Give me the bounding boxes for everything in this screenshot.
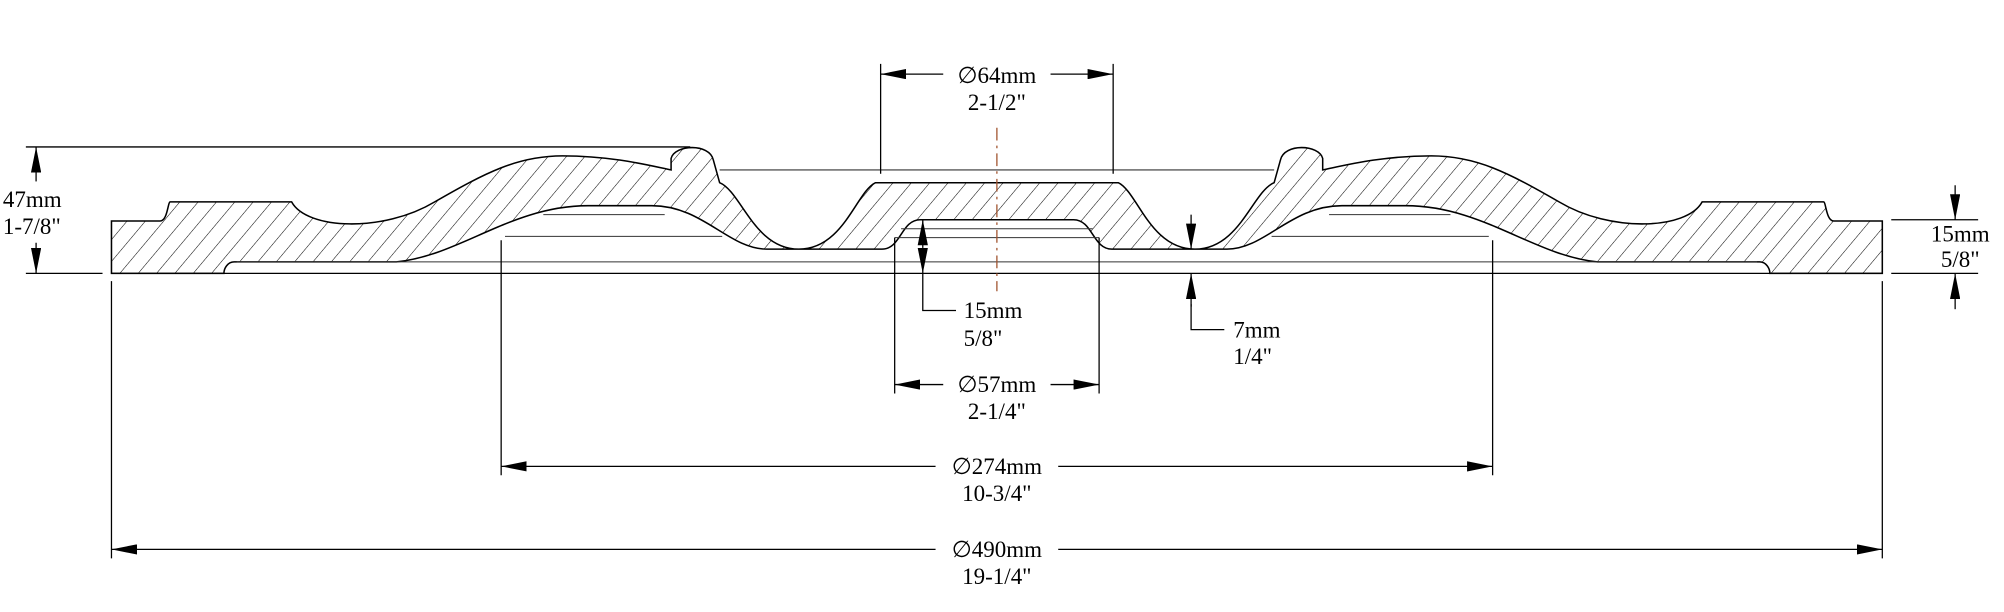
dim-label-in: 19-1/4" [962,564,1031,589]
dim-label-mm: 47mm [3,187,62,212]
dim-label-in: 10-3/4" [962,481,1031,506]
dimension-inner-diameter-top: ∅64mm 2-1/2" [879,63,1114,174]
svg-text:∅64mm: ∅64mm [957,63,1036,88]
svg-text:∅274mm: ∅274mm [952,454,1042,479]
dim-label-mm: 274mm [972,454,1042,479]
dim-label-mm: 490mm [972,537,1042,562]
dimension-center-thickness: 7mm 1/4" [1185,214,1281,369]
dimension-center-recess: 15mm 5/8" [917,219,1023,351]
dim-label-in: 5/8" [1941,247,1980,272]
dim-label-in: 2-1/2" [968,90,1026,115]
dim-label-mm: 7mm [1233,317,1280,342]
dimension-overall-height: 47mm 1-7/8" [3,146,691,275]
dim-label-mm: 15mm [964,298,1023,323]
dim-label-mm: 64mm [978,63,1037,88]
svg-text:∅490mm: ∅490mm [952,537,1042,562]
dim-label-in: 1/4" [1233,344,1272,369]
dim-label-in: 5/8" [964,326,1003,351]
svg-text:∅57mm: ∅57mm [957,372,1036,397]
dim-label-in: 1-7/8" [3,214,61,239]
dim-label-in: 2-1/4" [968,399,1026,424]
dimension-edge-thickness: 15mm 5/8" [1891,185,1990,310]
dimension-inner-diameter-bottom: ∅57mm 2-1/4" [894,237,1100,424]
dim-label-mm: 15mm [1931,221,1990,246]
dim-label-mm: 57mm [978,372,1037,397]
dimension-mid-diameter: ∅274mm 10-3/4" [500,240,1494,506]
dimension-outer-diameter: ∅490mm 19-1/4" [110,281,1883,589]
